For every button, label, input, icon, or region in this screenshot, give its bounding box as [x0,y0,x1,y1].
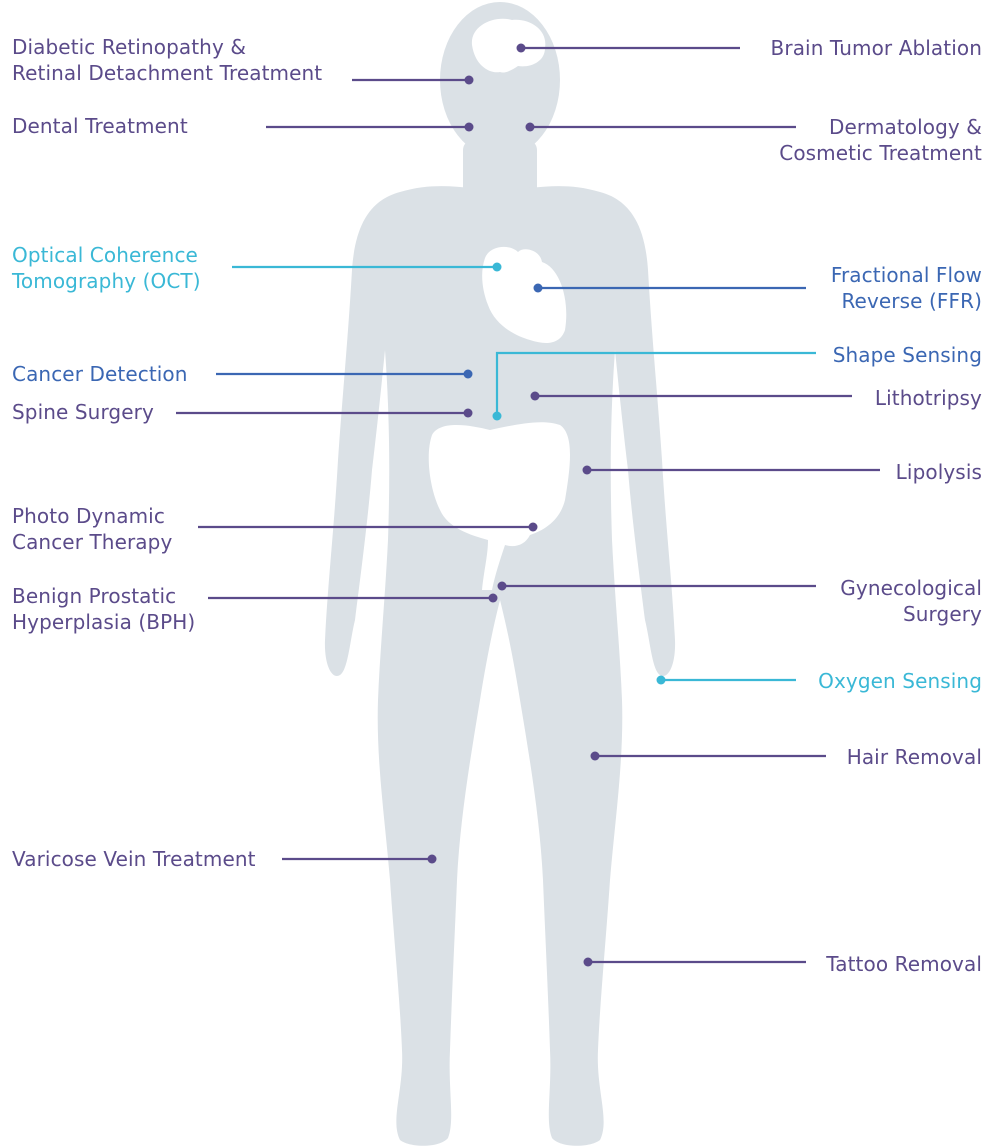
label-spine-surgery: Spine Surgery [12,399,154,425]
shape-sensing-connector-dot [493,412,502,421]
dermatology-connector-dot [526,123,535,132]
label-line: Hyperplasia (BPH) [12,609,195,635]
label-bph: Benign Prostatic Hyperplasia (BPH) [12,583,195,635]
label-line: Tattoo Removal [826,951,982,977]
label-varicose-vein: Varicose Vein Treatment [12,846,256,872]
bph-connector-dot [489,594,498,603]
lithotripsy-connector-dot [531,392,540,401]
label-line: Tomography (OCT) [12,268,201,294]
label-shape-sensing: Shape Sensing [833,342,982,368]
label-photo-dynamic: Photo Dynamic Cancer Therapy [12,503,172,555]
lipolysis-connector-dot [583,466,592,475]
photo-dynamic-connector-dot [529,523,538,532]
label-line: Dermatology & [779,114,982,140]
label-dermatology: Dermatology & Cosmetic Treatment [779,114,982,166]
varicose-connector-dot [428,855,437,864]
hair-removal-connector-dot [591,752,600,761]
label-line: Varicose Vein Treatment [12,846,256,872]
label-oct: Optical Coherence Tomography (OCT) [12,242,201,294]
gynecological-connector-dot [498,582,507,591]
label-diabetic-retinopathy: Diabetic Retinopathy & Retinal Detachmen… [12,34,322,86]
label-line: Hair Removal [847,744,982,770]
label-line: Dental Treatment [12,113,188,139]
body-silhouette [325,2,675,1146]
label-line: Cancer Detection [12,361,188,387]
label-line: Retinal Detachment Treatment [12,60,322,86]
label-hair-removal: Hair Removal [847,744,982,770]
label-line: Diabetic Retinopathy & [12,34,322,60]
label-line: Oxygen Sensing [818,668,982,694]
label-line: Benign Prostatic [12,583,195,609]
label-dental-treatment: Dental Treatment [12,113,188,139]
label-cancer-detection: Cancer Detection [12,361,188,387]
tattoo-connector-dot [584,958,593,967]
cancer-detection-connector-dot [464,370,473,379]
label-line: Surgery [840,601,982,627]
label-oxygen-sensing: Oxygen Sensing [818,668,982,694]
label-line: Optical Coherence [12,242,201,268]
label-line: Reverse (FFR) [831,288,982,314]
oct-connector-dot [493,263,502,272]
label-line: Photo Dynamic [12,503,172,529]
label-line: Shape Sensing [833,342,982,368]
label-gynecological: Gynecological Surgery [840,575,982,627]
label-line: Cancer Therapy [12,529,172,555]
label-lipolysis: Lipolysis [896,459,982,485]
label-tattoo-removal: Tattoo Removal [826,951,982,977]
label-line: Lithotripsy [875,385,982,411]
brain-tumor-connector-dot [517,44,526,53]
torso-shape [325,186,675,1146]
label-line: Gynecological [840,575,982,601]
label-line: Brain Tumor Ablation [771,35,982,61]
label-brain-tumor-ablation: Brain Tumor Ablation [771,35,982,61]
dental-connector-dot [465,123,474,132]
label-line: Spine Surgery [12,399,154,425]
ffr-connector-dot [534,284,543,293]
label-line: Cosmetic Treatment [779,140,982,166]
label-ffr: Fractional Flow Reverse (FFR) [831,262,982,314]
oxygen-sensing-connector-dot [657,676,666,685]
spine-surgery-connector-dot [464,409,473,418]
label-line: Fractional Flow [831,262,982,288]
diabetic-connector-dot [465,76,474,85]
label-lithotripsy: Lithotripsy [875,385,982,411]
label-line: Lipolysis [896,459,982,485]
